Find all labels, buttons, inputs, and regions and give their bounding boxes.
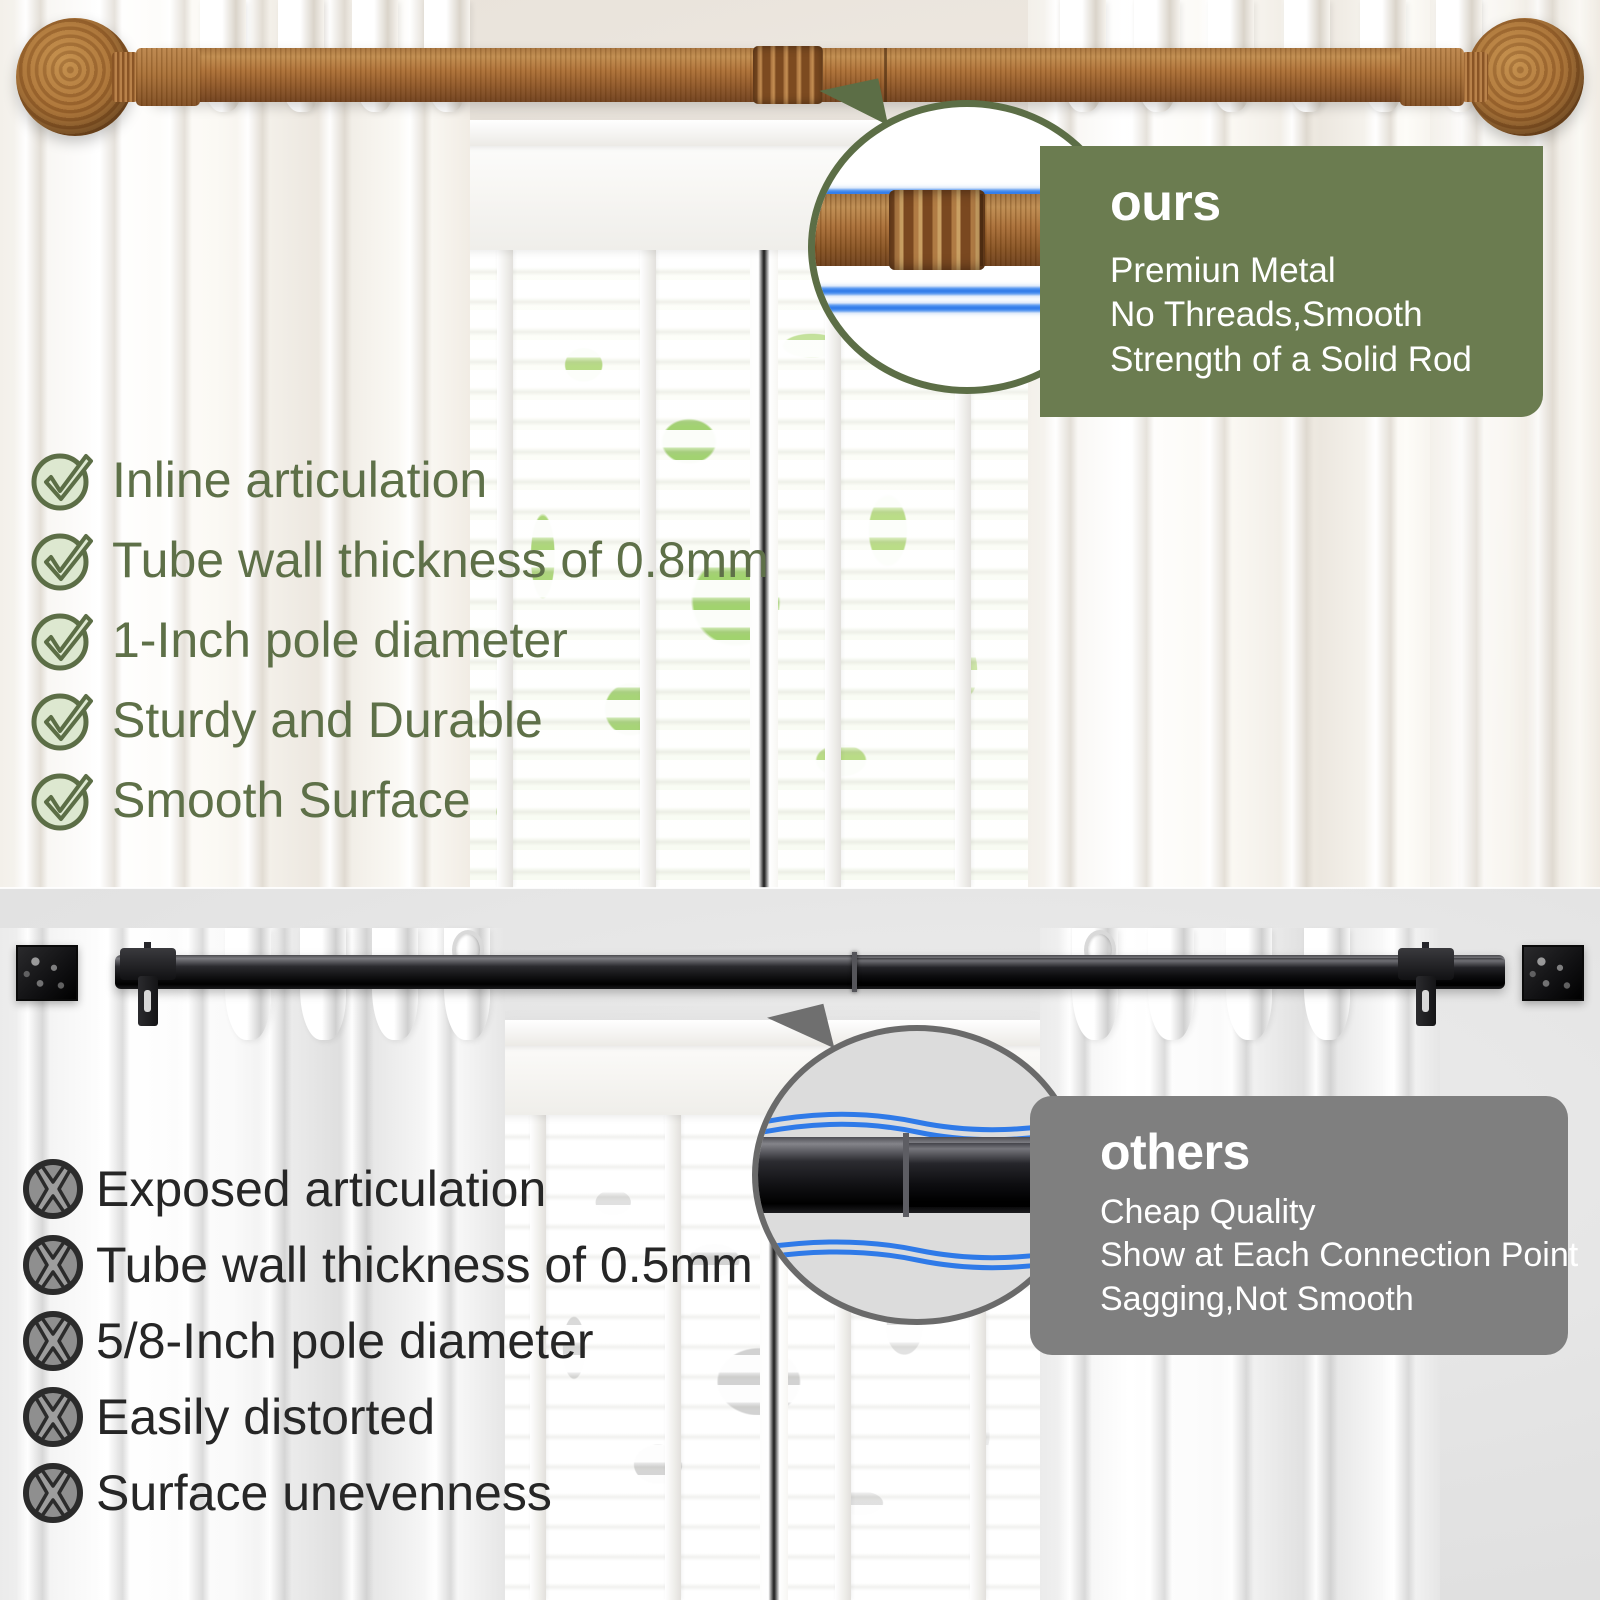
rod-telescoping-section bbox=[851, 958, 1505, 986]
feature-row: Inline articulation bbox=[30, 448, 769, 512]
feature-row: Sturdy and Durable bbox=[30, 688, 769, 752]
x-circle-icon bbox=[22, 1234, 84, 1296]
check-circle-icon bbox=[30, 608, 94, 672]
feature-label: 5/8-Inch pole diameter bbox=[96, 1312, 594, 1369]
wood-curtain-rod bbox=[150, 46, 1460, 104]
feature-label: Surface unevenness bbox=[96, 1464, 552, 1521]
window-mullions bbox=[455, 250, 1040, 888]
black-finial-left bbox=[16, 945, 78, 1001]
feature-label: Tube wall thickness of 0.5mm bbox=[96, 1236, 753, 1293]
others-callout-line-1: Cheap Quality bbox=[1100, 1192, 1316, 1231]
others-callout-line-2: Show at Each Connection Point bbox=[1100, 1236, 1579, 1275]
check-circle-icon bbox=[30, 688, 94, 752]
others-feature-list: Exposed articulation Tube wall thickness… bbox=[22, 1158, 753, 1538]
magnified-connection-point bbox=[903, 1133, 910, 1217]
feature-label: Tube wall thickness of 0.8mm bbox=[112, 531, 769, 588]
ours-feature-list: Inline articulation Tube wall thickness … bbox=[30, 448, 769, 848]
x-circle-icon bbox=[22, 1310, 84, 1372]
x-circle-icon bbox=[22, 1158, 84, 1220]
feature-row: Tube wall thickness of 0.8mm bbox=[30, 528, 769, 592]
others-callout-line-3: Sagging,Not Smooth bbox=[1100, 1279, 1414, 1318]
straight-guide-line bbox=[815, 286, 1119, 297]
rod-decorative-rings bbox=[752, 46, 823, 104]
black-finial-right bbox=[1522, 945, 1584, 1001]
feature-row: Exposed articulation bbox=[22, 1158, 753, 1220]
rod-connection-point bbox=[851, 952, 857, 992]
check-circle-icon bbox=[30, 768, 94, 832]
ours-callout-title: ours bbox=[1110, 174, 1221, 232]
ours-callout-card: ours Premiun Metal No Threads,Smooth Str… bbox=[1040, 146, 1543, 417]
feature-label: Smooth Surface bbox=[112, 771, 471, 828]
rod-bracket-left bbox=[120, 942, 176, 1034]
feature-label: Inline articulation bbox=[112, 451, 488, 508]
straight-guide-line bbox=[815, 303, 1119, 313]
check-circle-icon bbox=[30, 528, 94, 592]
wood-finial-right bbox=[1400, 18, 1584, 136]
window-center-divider bbox=[750, 250, 778, 888]
ours-callout-line-1: Premiun Metal bbox=[1110, 250, 1336, 290]
ours-callout-line-3: Strength of a Solid Rod bbox=[1110, 340, 1472, 380]
feature-label: Easily distorted bbox=[96, 1388, 436, 1445]
rod-bracket-right bbox=[1398, 942, 1454, 1034]
others-callout-title: others bbox=[1100, 1124, 1250, 1180]
feature-row: Easily distorted bbox=[22, 1386, 753, 1448]
check-circle-icon bbox=[30, 448, 94, 512]
feature-label: 1-Inch pole diameter bbox=[112, 611, 568, 668]
x-circle-icon bbox=[22, 1462, 84, 1524]
rod-seam bbox=[883, 48, 887, 102]
wood-finial-left bbox=[16, 18, 200, 136]
feature-row: Surface unevenness bbox=[22, 1462, 753, 1524]
ours-callout-line-2: No Threads,Smooth bbox=[1110, 295, 1423, 335]
panel-divider bbox=[0, 887, 1600, 889]
x-circle-icon bbox=[22, 1386, 84, 1448]
magnified-seam bbox=[979, 194, 983, 267]
feature-row: Tube wall thickness of 0.5mm bbox=[22, 1234, 753, 1296]
ours-panel: ours Premiun Metal No Threads,Smooth Str… bbox=[0, 0, 1600, 888]
feature-row: Smooth Surface bbox=[30, 768, 769, 832]
others-callout-card: others Cheap Quality Show at Each Connec… bbox=[1030, 1096, 1579, 1356]
black-curtain-rod bbox=[115, 952, 1505, 992]
feature-row: 5/8-Inch pole diameter bbox=[22, 1310, 753, 1372]
magnified-rings bbox=[889, 190, 986, 271]
feature-label: Exposed articulation bbox=[96, 1160, 547, 1217]
feature-row: 1-Inch pole diameter bbox=[30, 608, 769, 672]
feature-label: Sturdy and Durable bbox=[112, 691, 543, 748]
